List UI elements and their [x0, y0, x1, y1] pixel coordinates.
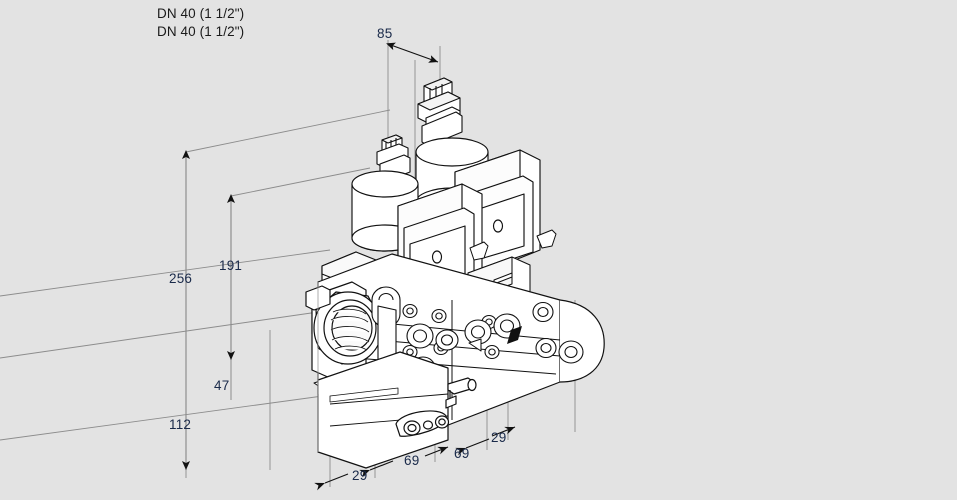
dimension-lines	[182, 42, 516, 491]
dimension-label-191: 191	[219, 258, 243, 273]
dimension-label-85: 85	[377, 26, 393, 41]
inlet-port-thread	[305, 281, 383, 379]
dimension-label-29-left: 29	[352, 468, 368, 483]
dimension-label-47: 47	[214, 378, 230, 393]
pressure-switch-housing	[317, 351, 477, 469]
dimension-label-29-right: 29	[491, 430, 507, 445]
rear-adjuster-stem	[417, 77, 463, 147]
dimension-label-112: 112	[169, 417, 192, 432]
spec-line-2: DN 40 (1 1/2")	[157, 24, 245, 39]
spec-line-1: DN 40 (1 1/2")	[157, 6, 245, 21]
dimension-label-69-first: 69	[404, 453, 420, 468]
dimension-label-69-second: 69	[454, 446, 470, 461]
valve-assembly	[305, 77, 605, 469]
spec-block: DN 40 (1 1/2") DN 40 (1 1/2")	[157, 5, 244, 41]
dimension-label-256: 256	[169, 271, 193, 286]
